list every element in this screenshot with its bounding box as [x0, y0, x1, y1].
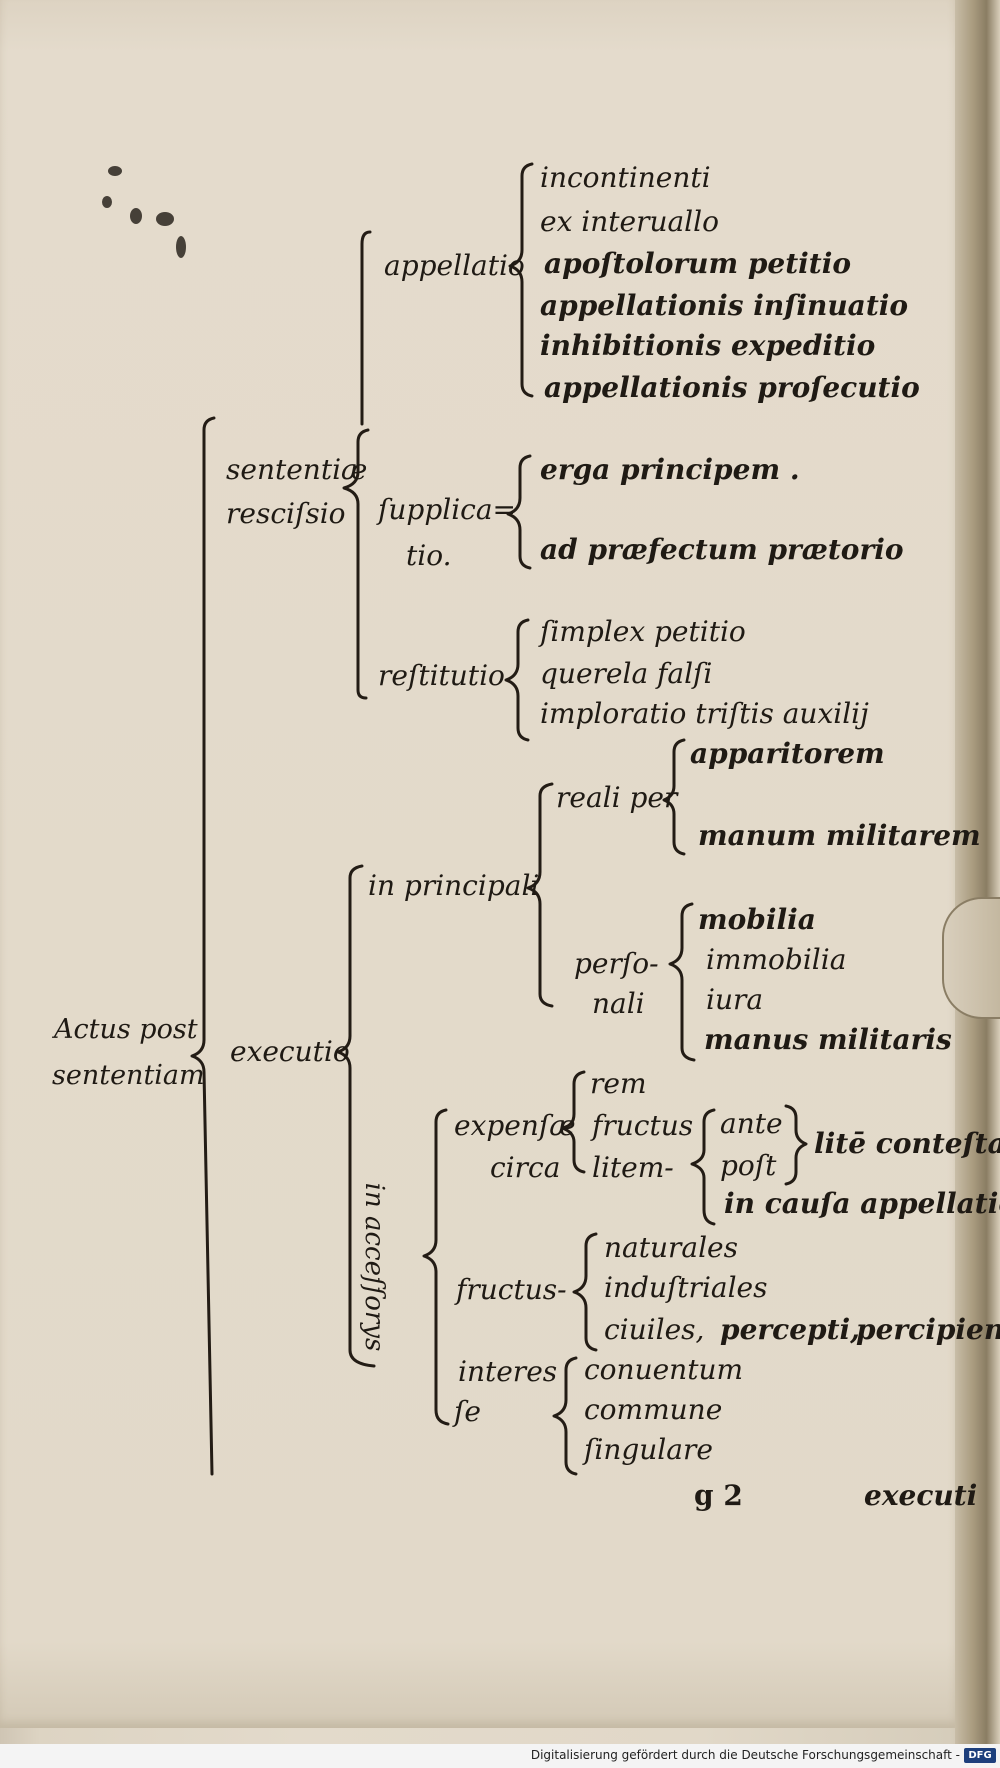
in-principali-label: in principali: [368, 869, 540, 902]
restitutio-item: imploratio triſtis auxilij: [540, 697, 869, 730]
reali-item: manum militarem: [698, 819, 981, 852]
appellatio-item: incontinenti: [540, 161, 711, 194]
supplicatio-item: erga principem .: [540, 453, 800, 486]
personali-brace: [668, 902, 696, 1062]
ink-blot: [108, 166, 122, 176]
restitutio-brace: [504, 618, 530, 742]
fructus-brace: [572, 1232, 598, 1352]
personali-item: mobilia: [698, 903, 816, 936]
signature-mark: g 2: [694, 1479, 743, 1512]
personali-item: iura: [706, 983, 764, 1016]
personali-item: immobilia: [706, 943, 847, 976]
executio-label: executio: [230, 1035, 350, 1068]
root-brace: [190, 416, 216, 1476]
appellatio-item: apoſtolorum petitio: [544, 247, 852, 280]
restitutio-item: ſimplex petitio: [540, 615, 746, 648]
supplicatio-item: ad præfectum prætorio: [540, 533, 904, 566]
interesse-label-line-1: interes: [458, 1355, 558, 1388]
interesse-item: commune: [584, 1393, 723, 1426]
fructus-item: naturales: [604, 1231, 738, 1264]
appellatio-brace: [360, 230, 372, 426]
fructus-item: ciuiles,: [604, 1313, 705, 1346]
in-accessorys-brace: [422, 1108, 450, 1426]
supplicatio-brace: [506, 454, 532, 570]
executio-brace: [336, 864, 376, 1368]
expensae-item: litem-: [592, 1151, 674, 1184]
interesse-item: ſingulare: [584, 1433, 713, 1466]
litem-brace: [690, 1108, 716, 1226]
sententiae-label-line-1: sententiæ: [226, 453, 368, 486]
fructus-item: percipien: [856, 1313, 1000, 1346]
expensae-label-line-1: expenſæ: [454, 1109, 576, 1142]
ink-blot: [176, 236, 186, 258]
interesse-label-line-2: ſe: [454, 1395, 481, 1428]
appellatio-item: appellationis proſecutio: [544, 371, 920, 404]
expensae-brace: [560, 1070, 586, 1174]
in-principali-brace: [526, 782, 554, 1008]
personali-item: manus militaris: [704, 1023, 952, 1056]
restitutio-label: reſtitutio: [378, 659, 505, 692]
in-causa-label: in cauſa appellatio: [724, 1187, 1000, 1220]
ink-blot: [156, 212, 174, 226]
catchword: executi: [864, 1479, 978, 1512]
litem-item: ante: [720, 1107, 783, 1140]
appellatio-items-brace: [508, 162, 534, 398]
expensae-label-line-2: circa: [490, 1151, 561, 1184]
supplicatio-label-line-2: tio.: [406, 539, 452, 572]
fructus-item: percepti,: [720, 1313, 860, 1346]
fructus-item: induſtriales: [604, 1271, 768, 1304]
appellatio-label: appellatio: [384, 249, 525, 282]
supplicatio-label-line-1: ſupplica=: [378, 493, 516, 526]
expensae-item: fructus: [592, 1109, 694, 1142]
interesse-brace: [552, 1356, 578, 1476]
reali-label: reali per: [556, 781, 678, 814]
ink-blot: [102, 196, 112, 208]
sententiae-brace: [342, 428, 370, 700]
appellatio-item: appellationis inſinuatio: [540, 289, 909, 322]
page-leaf: [0, 0, 957, 1728]
root-label-line-2: sententiam: [52, 1060, 205, 1091]
personali-label-line-2: nali: [592, 987, 645, 1020]
personali-label-line-1: perſo-: [574, 947, 659, 980]
litem-item: poſt: [720, 1149, 777, 1182]
reali-brace: [662, 738, 686, 856]
lite-contestata-brace: [784, 1104, 808, 1186]
appellatio-item: inhibitionis expeditio: [540, 329, 876, 362]
footer-credit: Digitalisierung gefördert durch die Deut…: [530, 1748, 960, 1762]
expensae-item: rem: [590, 1067, 647, 1100]
digitization-footer: Digitalisierung gefördert durch die Deut…: [0, 1744, 1000, 1768]
interesse-item: conuentum: [584, 1353, 744, 1386]
appellatio-item: ex interuallo: [540, 205, 719, 238]
in-accessorys-label: in acceſſorys: [359, 1182, 389, 1352]
restitutio-item: querela falſi: [540, 657, 713, 690]
fructus-label: fructus-: [456, 1273, 567, 1306]
root-label-line-1: Actus post: [54, 1014, 198, 1045]
sententiae-label-line-2: resciſsio: [226, 497, 346, 530]
book-edge: [955, 0, 1000, 1744]
dfg-logo-icon: DFG: [964, 1748, 996, 1763]
lite-contestata-label: litē conteſtat: [814, 1127, 1000, 1160]
ink-blot: [130, 208, 142, 224]
reali-item: apparitorem: [690, 737, 885, 770]
